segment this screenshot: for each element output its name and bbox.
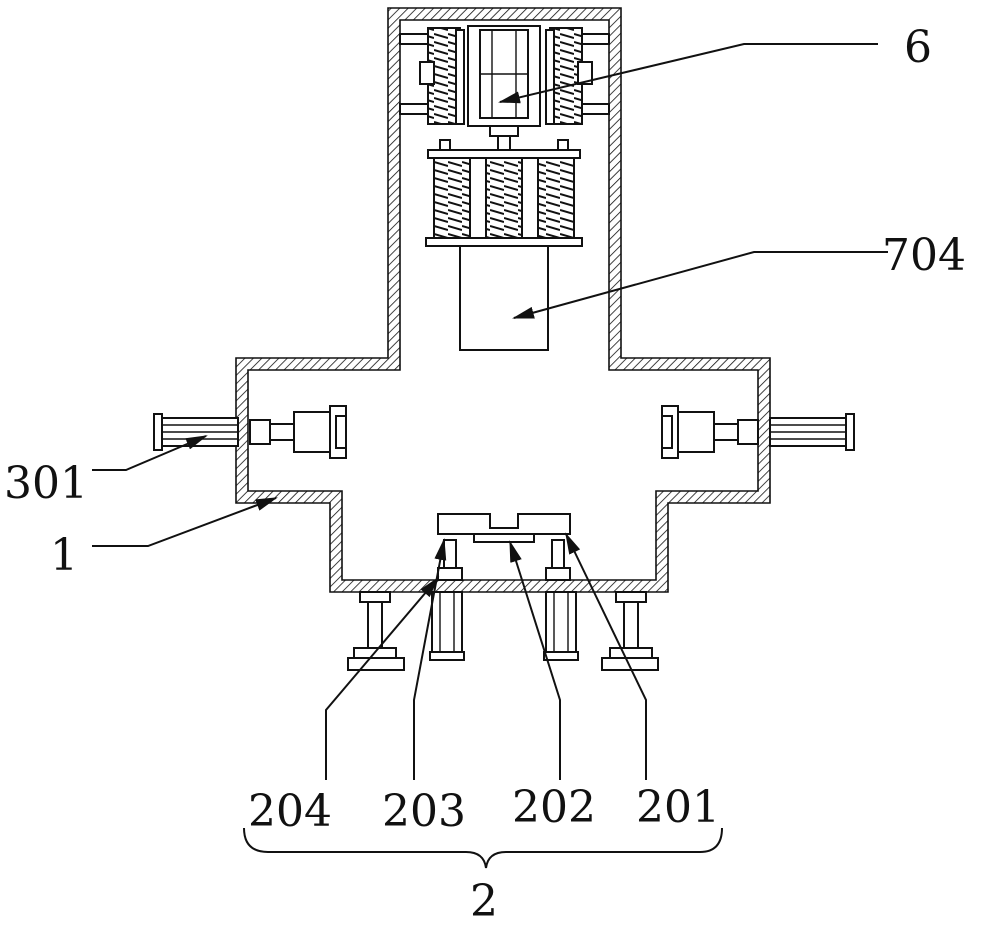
label-2: 2: [470, 876, 498, 926]
spring-stack: [426, 140, 582, 246]
label-1: 1: [50, 530, 78, 581]
label-301: 301: [4, 458, 88, 509]
label-202: 202: [512, 782, 596, 833]
label-704: 704: [882, 230, 966, 281]
label-201: 201: [636, 782, 720, 833]
top-drive-assembly: [400, 26, 609, 150]
left-clamp-assembly: [154, 406, 346, 458]
cylinder-704: [460, 246, 548, 350]
label-6: 6: [904, 22, 932, 73]
label-203: 203: [382, 786, 466, 837]
label-204: 204: [248, 786, 332, 837]
